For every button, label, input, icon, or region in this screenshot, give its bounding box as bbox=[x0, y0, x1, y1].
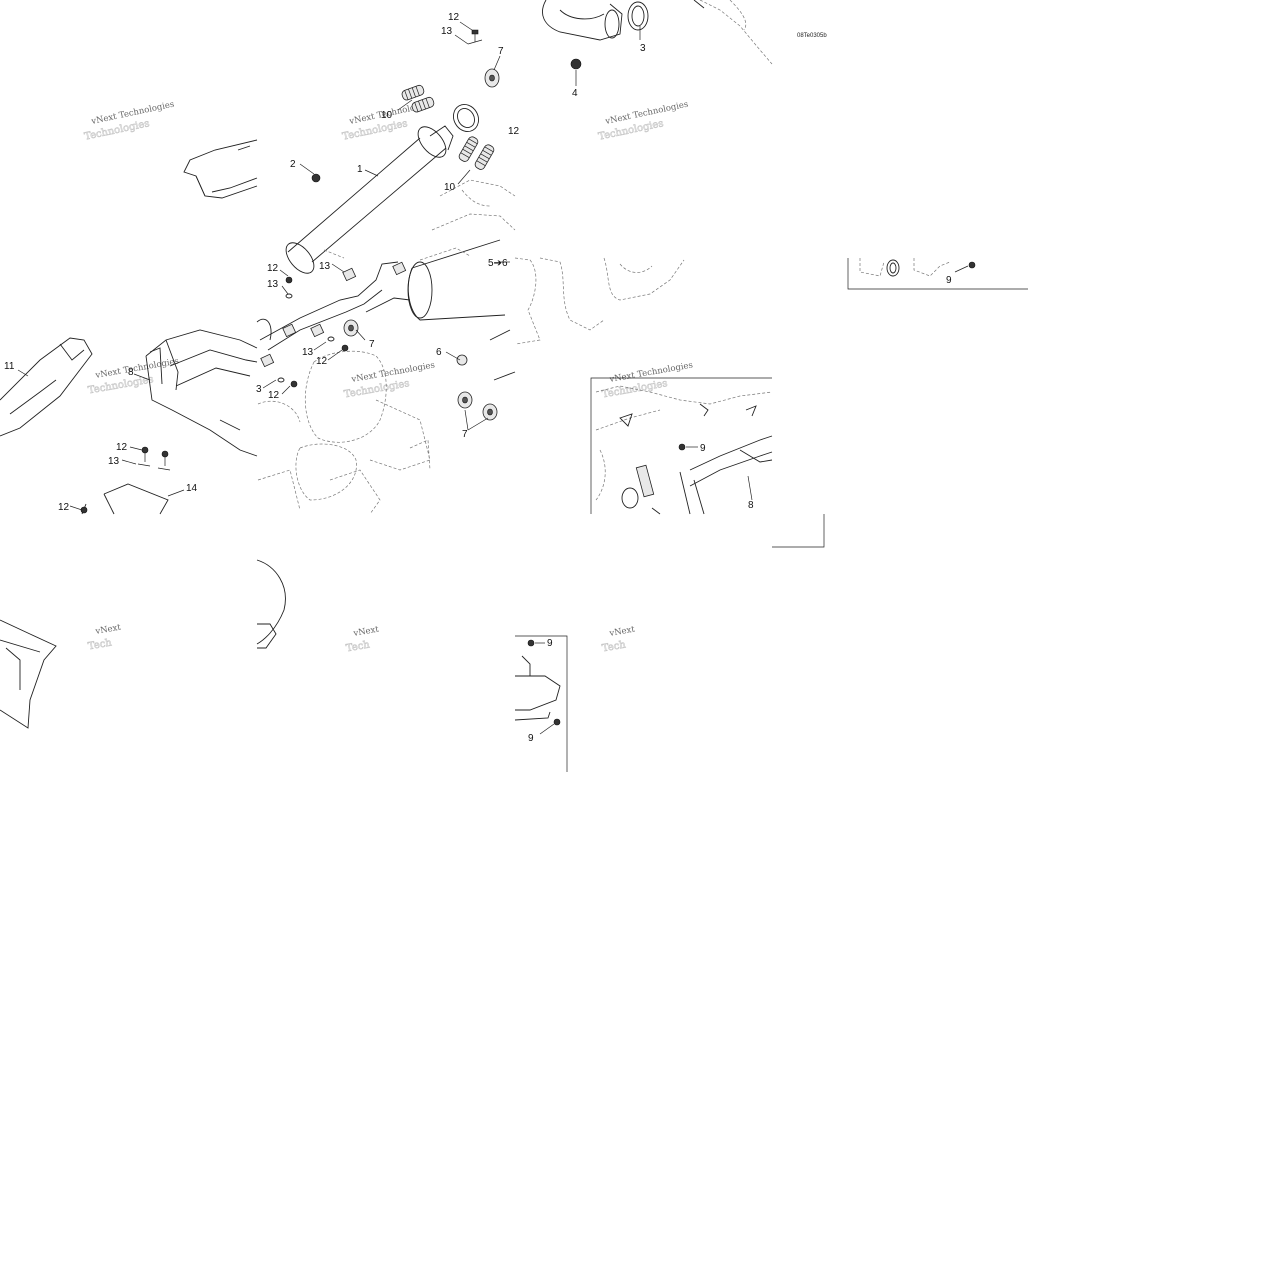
heat-shield-8 bbox=[145, 329, 258, 457]
leader-lines bbox=[17, 21, 969, 735]
callout-8: 8 bbox=[748, 500, 754, 511]
muffler-5-6 bbox=[407, 239, 506, 321]
watermark: Technologies vNext Technologies bbox=[83, 100, 175, 143]
callout-6: 6 bbox=[436, 347, 442, 358]
svg-text:Tech: Tech bbox=[601, 639, 627, 654]
muffler-lower-partial bbox=[256, 559, 286, 649]
callout-12: 12 bbox=[316, 356, 328, 367]
callout-7: 7 bbox=[498, 46, 504, 57]
callout-12: 12 bbox=[448, 12, 460, 23]
callout-2: 2 bbox=[290, 159, 296, 170]
callout-7: 7 bbox=[462, 429, 468, 440]
heat-shield-partial bbox=[183, 139, 258, 199]
callout-9: 9 bbox=[700, 443, 706, 454]
callout-12: 12 bbox=[116, 442, 128, 453]
svg-text:Tech: Tech bbox=[87, 637, 113, 652]
callout-12: 12 bbox=[268, 390, 280, 401]
screws-12-13-lower bbox=[137, 446, 171, 471]
inset-detail-9-top bbox=[847, 258, 1028, 290]
callout-13: 13 bbox=[302, 347, 314, 358]
drawing-code: 08Te0305b bbox=[797, 33, 827, 39]
callout-12: 12 bbox=[267, 263, 279, 274]
engine-block-dashed bbox=[257, 179, 516, 515]
callout-9: 9 bbox=[528, 733, 534, 744]
callout-8: 8 bbox=[128, 367, 134, 378]
callout-12: 12 bbox=[58, 502, 70, 513]
watermark: Technologies vNext Technologies bbox=[597, 100, 689, 143]
svg-text:vNext: vNext bbox=[608, 625, 636, 640]
tailpipe-bracket bbox=[256, 261, 411, 351]
inset-detail-8-9 bbox=[590, 377, 773, 515]
callout-1: 1 bbox=[357, 164, 363, 175]
heat-shield-lower-partial bbox=[0, 619, 57, 729]
callout-10: 10 bbox=[381, 110, 393, 121]
svg-text:vNext: vNext bbox=[352, 625, 380, 640]
exhaust-manifold bbox=[542, 0, 773, 70]
watermark-clipped: vNext Tech bbox=[345, 625, 380, 655]
callout-14: 14 bbox=[186, 483, 198, 494]
callout-4: 4 bbox=[572, 88, 578, 99]
grommet-7-top bbox=[484, 68, 500, 88]
callout-13: 13 bbox=[108, 456, 120, 467]
watermark-clipped: vNext Tech bbox=[601, 625, 636, 655]
watermark: Technologies vNext Technologies bbox=[343, 360, 436, 400]
callout-9: 9 bbox=[946, 275, 952, 286]
engine-partial-right bbox=[514, 257, 685, 345]
svg-text:vNext: vNext bbox=[94, 623, 122, 638]
watermark-clipped: vNext Tech bbox=[87, 623, 122, 653]
grommet-7-middle bbox=[343, 319, 359, 337]
springs-10 bbox=[401, 84, 495, 170]
clamp-ring bbox=[453, 104, 479, 132]
callout-13: 13 bbox=[319, 261, 331, 272]
deflector-14 bbox=[80, 483, 169, 515]
watermarks: Technologies vNext Technologies Technolo… bbox=[83, 100, 694, 655]
heat-shield-11 bbox=[0, 337, 93, 437]
callout-7: 7 bbox=[369, 339, 375, 350]
callout-12: 12 bbox=[508, 126, 520, 137]
inset-frame-corner bbox=[772, 514, 825, 548]
callout-3: 3 bbox=[640, 43, 646, 54]
bolt-12-top bbox=[467, 29, 483, 45]
callout-9: 9 bbox=[547, 638, 553, 649]
callout-10: 10 bbox=[444, 182, 456, 193]
callout-13: 13 bbox=[267, 279, 279, 290]
watermark: Technologies vNext Technologies bbox=[601, 360, 694, 400]
callout-13: 13 bbox=[441, 26, 453, 37]
inset-detail-9-lower bbox=[514, 635, 568, 772]
grommets-7-lower bbox=[456, 329, 516, 421]
svg-text:Tech: Tech bbox=[345, 639, 371, 654]
clips-and-fasteners bbox=[260, 173, 407, 388]
callout-3: 3 bbox=[256, 384, 262, 395]
callout-labels: 12 13 7 10 12 10 2 1 12 13 13 5➔6 7 13 1… bbox=[4, 12, 952, 744]
callout-11: 11 bbox=[4, 361, 15, 372]
callout-5-6: 5➔6 bbox=[488, 258, 508, 269]
exhaust-pipe-1 bbox=[285, 125, 454, 274]
